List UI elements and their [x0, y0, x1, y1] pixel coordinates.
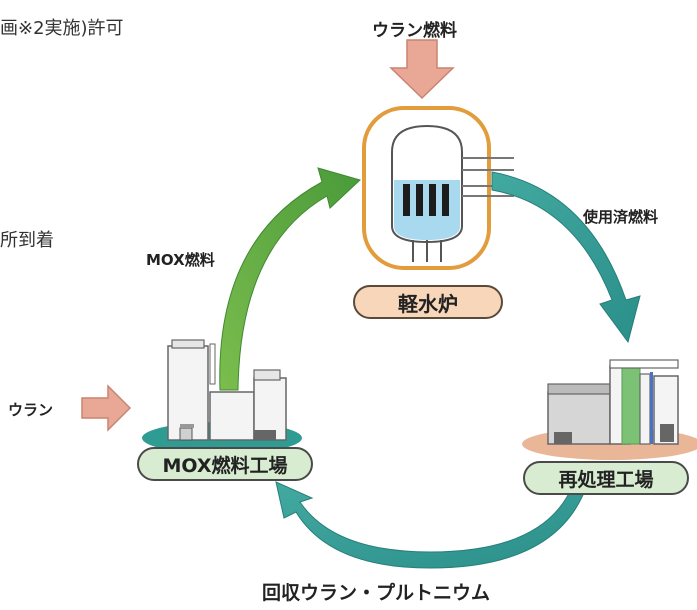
mox-fuel-label: MOX燃料 — [146, 251, 215, 269]
reactor-illustration — [362, 106, 514, 270]
mox-plant-label-pill — [137, 447, 313, 481]
uranium-label: ウラン — [8, 401, 54, 419]
uranium-fuel-label: ウラン燃料 — [372, 21, 457, 41]
reprocessing-label-pill — [523, 461, 689, 495]
truncated-text-middle: 所到着 — [0, 230, 54, 251]
recovered-material-label: 回収ウラン・プルトニウム — [262, 582, 491, 604]
reprocessing-plant-label: 再処理工場 — [558, 468, 654, 491]
uranium-fuel-arrow — [389, 39, 455, 100]
mox-plant-building — [142, 339, 302, 454]
mox-plant-label: MOX燃料工場 — [162, 454, 288, 477]
reactor-label: 軽水炉 — [398, 291, 458, 316]
mox-fuel-arrow — [219, 167, 361, 391]
uranium-input-arrow — [81, 384, 132, 432]
reactor-label-pill — [353, 285, 503, 319]
spent-fuel-arrow — [491, 171, 641, 344]
reprocessing-plant-building — [522, 359, 697, 460]
spent-fuel-label: 使用済燃料 — [583, 208, 659, 226]
truncated-text-top: 画※2実施)許可 — [0, 18, 124, 39]
recovered-material-arrow — [275, 481, 589, 569]
